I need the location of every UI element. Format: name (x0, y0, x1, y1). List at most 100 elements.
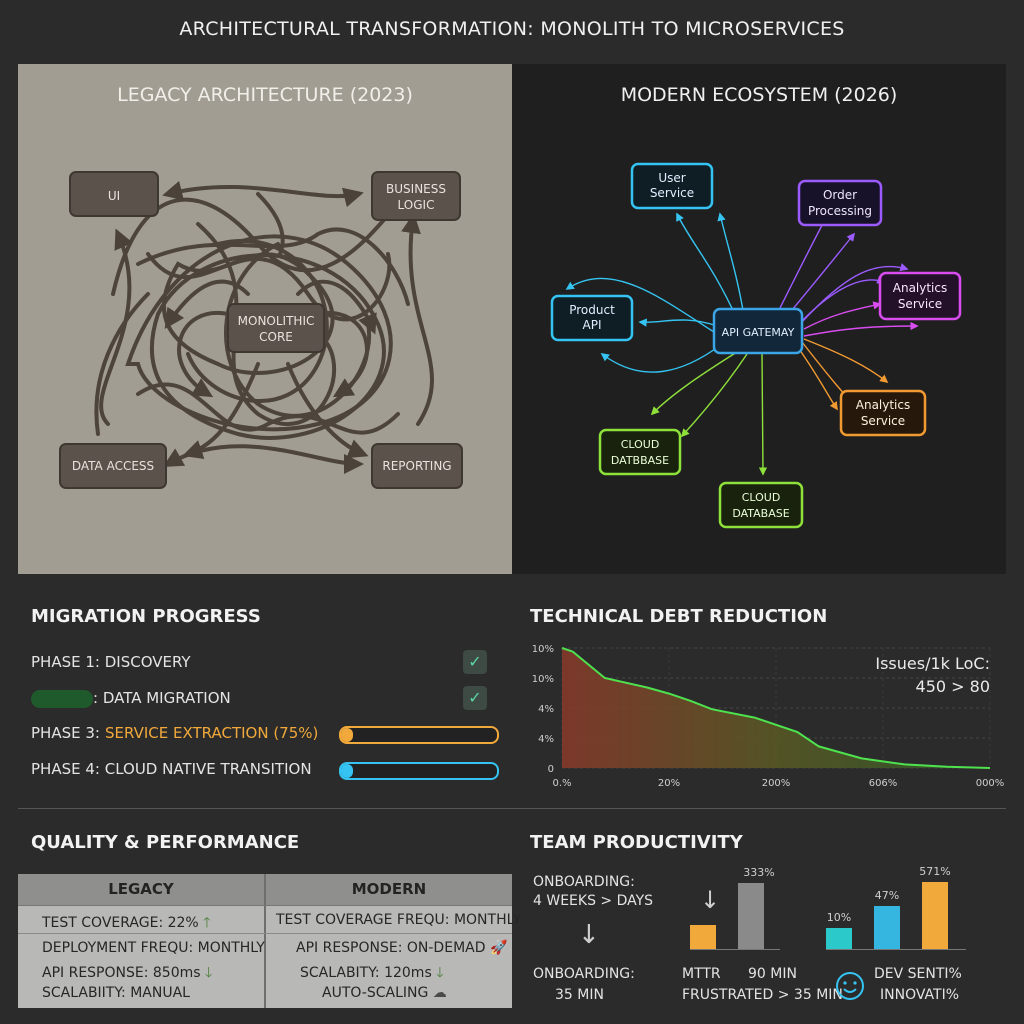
modern-test-coverage: TEST COVERAGE FREQU: MONTHLY (276, 912, 522, 928)
bar-value-label: 47% (874, 889, 900, 902)
legacy-architecture-panel: LEGACY ARCHITECTURE (2023) (18, 64, 512, 574)
check-icon: ✓ (463, 650, 487, 674)
onboarding-top-line2: 4 WEEKS > DAYS (533, 893, 654, 909)
productivity-bar (738, 883, 764, 949)
rocket-icon: 🚀 (489, 940, 508, 956)
node-ui-label: UI (108, 189, 120, 203)
y-tick-label: 10% (532, 644, 554, 655)
product-api-line2: API (583, 318, 602, 332)
modern-column-header: MODERN (266, 874, 512, 905)
cloud-icon: ☁ (432, 985, 447, 1001)
legacy-nodes: UI BUSINESS LOGIC MONOLITHIC CORE DATA A… (59, 171, 463, 489)
productivity-bar (826, 928, 852, 949)
modern-heading: MODERN ECOSYSTEM (2026) (620, 84, 898, 106)
section-divider (18, 808, 1006, 809)
cloud-db-bottom-line2: DATABASE (732, 507, 789, 520)
legacy-test-coverage: TEST COVERAGE: 22% 🡑 (42, 915, 211, 931)
node-business-logic-line2: LOGIC (398, 198, 435, 212)
x-tick-label: 606% (869, 778, 898, 789)
node-order-processing (797, 179, 883, 227)
productivity-bars-1: 333% (690, 864, 780, 949)
arrow-down-icon: 🡓 (436, 965, 444, 981)
legacy-api-response: API RESPONSE: 850ms 🡓 (42, 965, 213, 981)
phase-4-progress-bar (339, 762, 499, 780)
y-tick-label: 10% (532, 674, 554, 685)
user-service-line1: User (658, 171, 685, 185)
debt-line (561, 647, 991, 769)
productivity-bar (874, 906, 900, 949)
phase-4-row: PHASE 4: CLOUD NATIVE TRANSITION (31, 757, 501, 783)
node-user-service (630, 162, 714, 210)
arrow-up-icon: 🡑 (203, 915, 211, 931)
analytics-orange-line1: Analytics (856, 398, 911, 412)
frustrated-label: FRUSTRATED > 35 MIN (682, 987, 843, 1003)
onboarding-bottom-line1: ONBOARDING: (533, 966, 635, 982)
product-api-line1: Product (569, 303, 615, 317)
phase-3-label-prefix: PHASE 3: (31, 724, 100, 742)
node-analytics-service-purple (878, 271, 962, 321)
cloud-db-bottom-line1: CLOUD (742, 491, 781, 504)
quality-table: LEGACY MODERN TEST COVERAGE: 22% 🡑 DEPLO… (18, 874, 521, 1008)
productivity-bar (690, 925, 716, 949)
check-icon: ✓ (463, 686, 487, 710)
onboarding-bottom-line2: 35 MIN (555, 987, 604, 1003)
smiley-icon (836, 972, 864, 1000)
user-service-line2: Service (650, 186, 694, 200)
node-data-access (59, 443, 167, 489)
phase-1-row: PHASE 1: DISCOVERY ✓ (31, 650, 501, 676)
node-business-logic-line1: BUSINESS (386, 182, 446, 196)
y-tick-label: 4% (538, 734, 554, 745)
node-cloud-database-bottom (718, 481, 804, 529)
team-productivity-title: TEAM PRODUCTIVITY (530, 832, 743, 853)
column-divider (264, 874, 266, 1008)
bar-value-label: 333% (743, 866, 775, 879)
analytics-purple-line2: Service (898, 297, 942, 311)
order-processing-line1: Order (823, 188, 857, 202)
modern-scalability: SCALABITY: 120ms 🡓 (300, 965, 444, 981)
x-tick-label: 20% (658, 778, 680, 789)
debt-area (562, 648, 990, 768)
x-tick-label: 200% (762, 778, 791, 789)
bar-value-label: 10% (826, 911, 852, 924)
x-tick-label: 0.% (552, 778, 571, 789)
gateway-connections (565, 212, 919, 476)
legacy-diagram: UI BUSINESS LOGIC MONOLITHIC CORE DATA A… (59, 171, 463, 489)
node-business-logic (371, 171, 461, 221)
dev-sentiment-label: DEV SENTI% (874, 966, 962, 982)
phase-2-row: : DATA MIGRATION ✓ (31, 686, 501, 712)
analytics-purple-line1: Analytics (893, 281, 948, 295)
mttr-label: MTTR (682, 966, 721, 982)
x-tick-label: 000% (976, 778, 1005, 789)
cloud-db-left-line2: DATBBASE (611, 454, 669, 467)
node-product-api (550, 294, 634, 342)
debt-annotation-value: 450 > 80 (915, 677, 990, 696)
arrow-down-icon: 🡓 (205, 965, 213, 981)
modern-ecosystem-panel: MODERN ECOSYSTEM (2026) (512, 64, 1006, 574)
phase-1-label: PHASE 1: DISCOVERY (31, 653, 191, 671)
page-title: ARCHITECTURAL TRANSFORMATION: MONOLITH T… (179, 18, 845, 40)
order-processing-line2: Processing (808, 204, 872, 218)
phase-2-redacted-pill (31, 690, 93, 708)
phase-3-progress-bar (339, 726, 499, 744)
node-monolithic-core (227, 303, 325, 353)
legacy-heading: LEGACY ARCHITECTURE (2023) (117, 84, 413, 106)
api-gateway-label: API GATEMAY (722, 326, 795, 339)
bars-2-baseline (826, 949, 966, 950)
legacy-scalability: SCALABIITY: MANUAL (42, 985, 190, 1001)
node-reporting (371, 443, 463, 489)
tech-debt-chart: 10%10%4%4%00.%20%200%606%000% (532, 644, 1005, 789)
phase-4-label: PHASE 4: CLOUD NATIVE TRANSITION (31, 760, 312, 778)
quality-title: QUALITY & PERFORMANCE (31, 832, 300, 853)
cloud-db-left-line1: CLOUD (621, 438, 660, 451)
mttr-value: 90 MIN (748, 966, 797, 982)
row-divider (18, 933, 512, 934)
node-core-line2: CORE (259, 330, 293, 344)
phase-3-row: PHASE 3: SERVICE EXTRACTION (75%) (31, 721, 501, 747)
header-divider (18, 905, 512, 906)
y-tick-label: 4% (538, 704, 554, 715)
phase-4-progress-fill (341, 764, 353, 778)
node-analytics-service-orange (839, 389, 927, 437)
onboarding-top-line1: ONBOARDING: (533, 874, 635, 890)
node-data-access-label: DATA ACCESS (72, 459, 154, 473)
node-api-gateway (712, 307, 804, 355)
